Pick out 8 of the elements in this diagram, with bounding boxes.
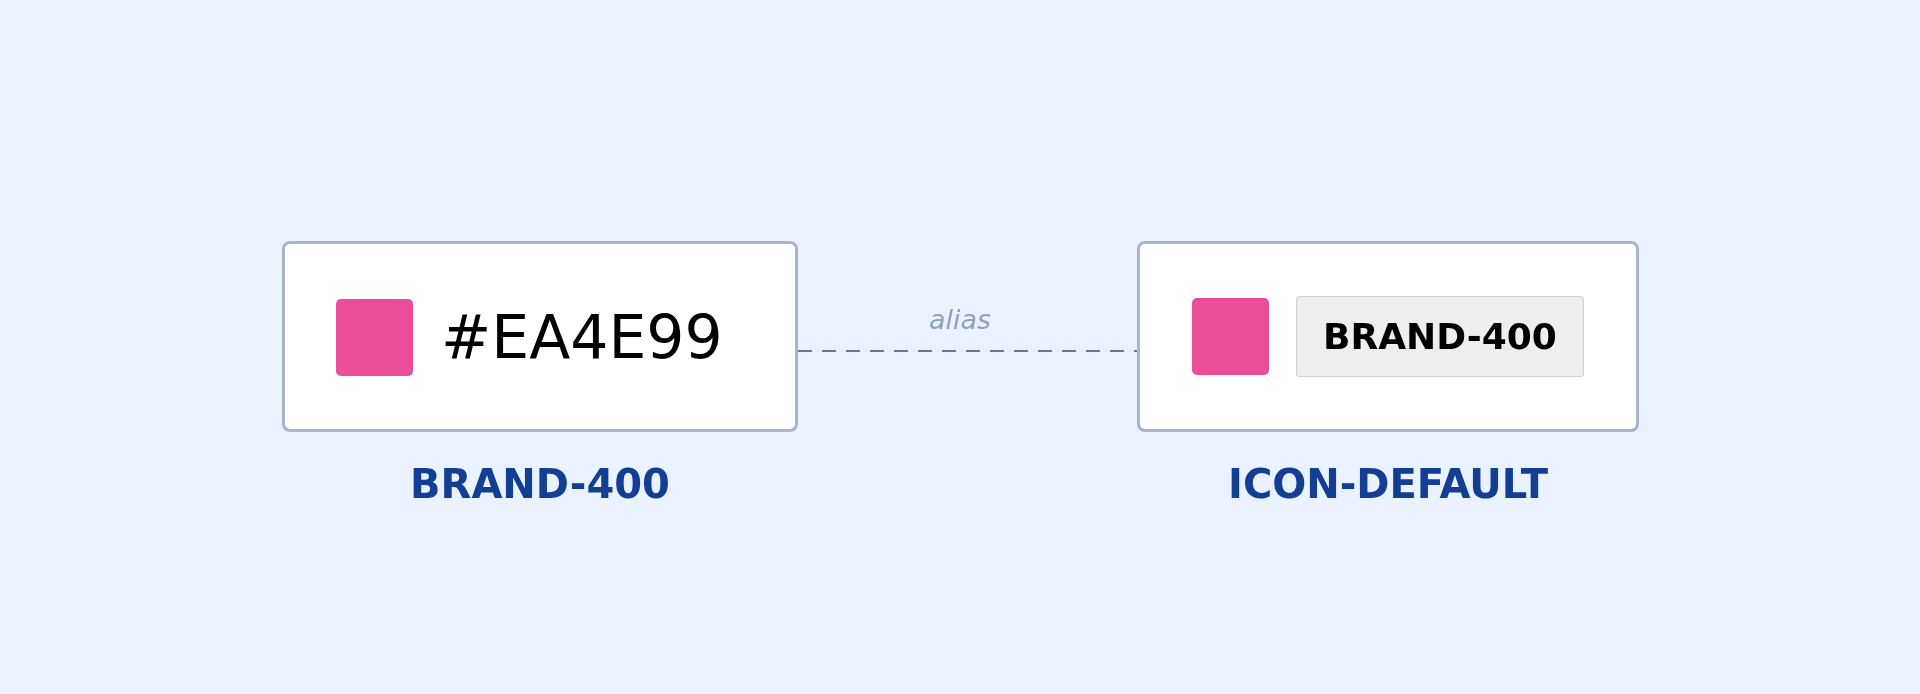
reference-tag [1296, 296, 1584, 377]
token-name-text: BRAND-400 [1323, 318, 1557, 355]
token-card [282, 241, 798, 432]
token-card [1137, 241, 1639, 432]
dashed-connector [797, 350, 1138, 352]
token-name-caption: ICON-DEFAULT [1228, 464, 1548, 504]
hex-value: #EA4E99 [441, 306, 723, 367]
token-name-caption: BRAND-400 [410, 464, 670, 504]
